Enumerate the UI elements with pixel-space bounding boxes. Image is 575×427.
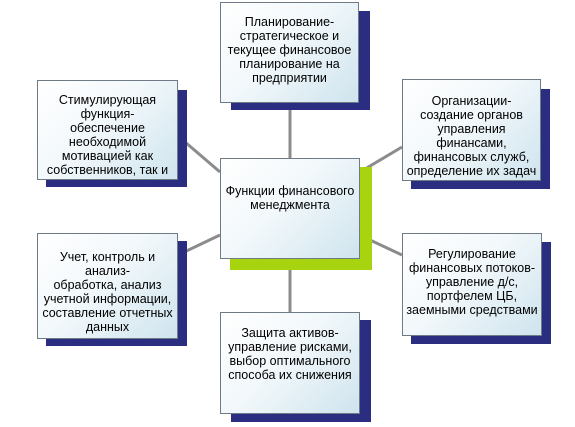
planning-box: Планирование- стратегическое и текущее ф… xyxy=(220,2,359,103)
organization-box: Организации- создание органов управления… xyxy=(402,79,541,181)
regulation-text: Регулирование финансовых потоков- управл… xyxy=(406,247,538,317)
accounting-box: Учет, контроль и анализ- обработка, анал… xyxy=(37,233,178,339)
protection-box: Защита активов- управление рисками, выбо… xyxy=(220,312,360,414)
center-box: Функции финансового менеджмента xyxy=(220,158,360,259)
planning-text: Планирование- стратегическое и текущее ф… xyxy=(227,15,352,85)
stimulating-box: Стимулирующая функция- обеспечение необх… xyxy=(37,80,178,180)
connector-regulation xyxy=(369,238,403,257)
protection-text: Защита активов- управление рисками, выбо… xyxy=(228,326,352,382)
center-text: Функции финансового менеджмента xyxy=(225,184,355,212)
organization-text: Организации- создание органов управления… xyxy=(406,94,537,178)
stimulating-text: Стимулирующая функция- обеспечение необх… xyxy=(46,93,169,177)
accounting-text: Учет, контроль и анализ- обработка, анал… xyxy=(42,250,173,334)
regulation-box: Регулирование финансовых потоков- управл… xyxy=(402,233,542,336)
